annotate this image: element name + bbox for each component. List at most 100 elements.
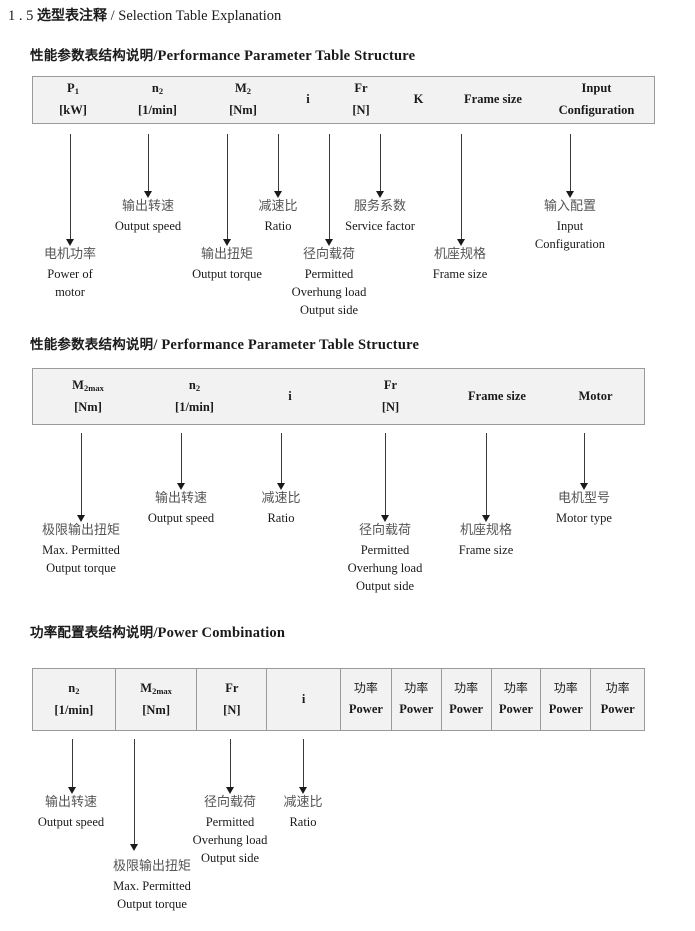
table3-col-m2max-unit: [Nm] (142, 702, 170, 717)
section-2-heading-sep: / (153, 337, 158, 353)
table1-col-n2-subscript: 2 (158, 86, 164, 97)
table3-col-power-3-en: Power (449, 702, 484, 717)
table1-col-k: K (390, 77, 447, 123)
arrow-to-ratio-3 (299, 739, 308, 794)
note-output-speed-3-cn: 输出转速 (44, 795, 97, 810)
table3-col-power-1-en: Power (348, 702, 383, 717)
note-ratio-cn: 减速比 (258, 199, 298, 214)
note-frame-size-2-cn: 机座规格 (459, 523, 512, 538)
note-output-speed-2: 输出转速 Output speed (148, 490, 214, 527)
table1-col-input-configuration: Input Configuration (539, 77, 654, 123)
table3-col-m2max-subscript: 2max (152, 685, 172, 696)
note-permitted-overhung-load-en-3: Output side (300, 303, 358, 318)
arrow-to-power-of-motor (66, 134, 75, 246)
table2-col-frame-size: Frame size (447, 369, 547, 424)
page-title-separator: / (110, 8, 115, 24)
note-power-of-motor-cn: 电机功率 (43, 247, 97, 262)
note-power-of-motor-en-1: Power of (47, 266, 93, 281)
table1-col-m2-subscript: 2 (246, 86, 252, 97)
table3-col-i: i (266, 669, 340, 730)
table3-col-power-4-en: Power (498, 702, 533, 717)
note-service-factor-en: Service factor (345, 218, 415, 233)
table1-col-p1: P1 [kW] (33, 77, 113, 123)
note-permitted-overhung-load: 径向载荷 Permitted Overhung load Output side (292, 246, 367, 319)
arrow-to-permitted-overhung-load (325, 134, 334, 246)
table3-col-fr-symbol: Fr (225, 680, 239, 695)
note-permitted-overhung-load-en-1: Permitted (304, 266, 354, 281)
arrow-to-output-torque (223, 134, 232, 246)
note-input-configuration: 输入配置 Input Configuration (535, 198, 605, 253)
table3-col-power-2-cn: 功率 (404, 681, 429, 696)
section-number: 1 . 5 (8, 8, 34, 24)
section-1-heading-cn: 性能参数表结构说明 (30, 48, 154, 64)
note-frame-size-2-en: Frame size (458, 542, 514, 557)
table2-col-m2max-unit: [Nm] (74, 399, 102, 414)
note-output-speed: 输出转速 Output speed (115, 198, 181, 235)
note-output-speed-cn: 输出转速 (121, 199, 174, 214)
table3-col-n2-subscript: 2 (75, 685, 80, 696)
arrow-to-output-speed-3 (68, 739, 77, 794)
table1-col-n2-symbol: n (151, 81, 159, 96)
note-max-permitted-output-torque-en-1: Max. Permitted (42, 542, 120, 557)
table1-col-p1-subscript: 1 (74, 86, 79, 97)
table3-col-power-3: 功率 Power (440, 669, 491, 730)
section-2-heading-cn: 性能参数表结构说明 (30, 337, 154, 353)
table1-col-n2: n2 [1/min] (113, 77, 202, 123)
table1-col-k-symbol: K (413, 92, 424, 107)
note-input-configuration-en-1: Input (556, 218, 584, 233)
note-max-permitted-output-torque-en-2: Output torque (46, 560, 116, 575)
page-title-en: Selection Table Explanation (118, 8, 282, 24)
note-permitted-overhung-load-2: 径向载荷 Permitted Overhung load Output side (348, 522, 423, 595)
note-ratio-2: 减速比 Ratio (261, 490, 300, 527)
table3-col-power-1-cn: 功率 (353, 681, 378, 696)
table3-col-n2-symbol: n (68, 680, 76, 695)
note-permitted-overhung-load-3: 径向载荷 Permitted Overhung load Output side (193, 794, 268, 867)
arrow-to-max-permitted-output-torque-3 (130, 739, 139, 851)
note-ratio-2-cn: 减速比 (261, 491, 301, 506)
note-motor-type-en: Motor type (556, 510, 612, 525)
note-output-speed-2-en: Output speed (147, 510, 215, 525)
note-permitted-overhung-load-3-en-2: Overhung load (192, 832, 268, 847)
table3-col-power-3-cn: 功率 (454, 681, 479, 696)
note-permitted-overhung-load-3-en-3: Output side (201, 851, 259, 866)
section-3-heading: 功率配置表结构说明/Power Combination (30, 621, 285, 642)
note-max-permitted-output-torque-cn: 极限输出扭矩 (41, 523, 121, 538)
table1-col-m2: M2 [Nm] (202, 77, 284, 123)
table3-col-fr-unit: [N] (223, 702, 241, 717)
table3-col-power-2-en: Power (399, 702, 434, 717)
table2-col-fr-symbol: Fr (383, 377, 398, 392)
note-permitted-overhung-load-2-en-2: Overhung load (347, 560, 423, 575)
section-2-heading-en: Performance Parameter Table Structure (161, 337, 420, 353)
section-1-heading-sep: / (153, 48, 158, 64)
note-frame-size-cn: 机座规格 (433, 247, 486, 262)
arrow-to-motor-type (580, 433, 589, 490)
table2-col-n2-subscript: 2 (195, 382, 201, 393)
section-2-heading: 性能参数表结构说明/ Performance Parameter Table S… (30, 333, 419, 354)
table3-col-n2-unit: [1/min] (54, 702, 94, 717)
table2-col-n2: n2 [1/min] (143, 369, 246, 424)
note-frame-size-2: 机座规格 Frame size (459, 522, 514, 559)
table3-col-power-6-en: Power (600, 702, 635, 717)
page-title-cn: 选型表注释 (37, 8, 107, 24)
note-power-of-motor-en-2: motor (55, 284, 85, 299)
table2-col-m2max-subscript: 2max (83, 382, 104, 393)
table3-col-power-5: 功率 Power (540, 669, 590, 730)
note-motor-type: 电机型号 Motor type (556, 490, 612, 527)
note-max-permitted-output-torque-3-en-1: Max. Permitted (113, 878, 191, 893)
table1-col-p1-unit: [kW] (59, 103, 87, 117)
note-input-configuration-cn: 输入配置 (543, 199, 597, 214)
table2-col-n2-symbol: n (188, 377, 196, 392)
table3-col-power-6-cn: 功率 (605, 681, 630, 696)
table2-col-m2max: M2max [Nm] (33, 369, 143, 424)
table1-col-m2-symbol: M (234, 81, 247, 96)
note-ratio: 减速比 Ratio (258, 198, 297, 235)
table1-col-fr: Fr [N] (332, 77, 390, 123)
note-ratio-3-en: Ratio (289, 814, 317, 829)
note-permitted-overhung-load-2-en-1: Permitted (360, 542, 410, 557)
table2-col-motor: Motor (547, 369, 644, 424)
arrow-to-frame-size (457, 134, 466, 246)
table3-col-power-6: 功率 Power (590, 669, 644, 730)
table1-col-m2-unit: [Nm] (229, 103, 257, 117)
arrow-to-permitted-overhung-load-3 (226, 739, 235, 794)
performance-parameter-table-2: M2max [Nm] n2 [1/min] i Fr [N] Frame siz… (32, 368, 645, 425)
